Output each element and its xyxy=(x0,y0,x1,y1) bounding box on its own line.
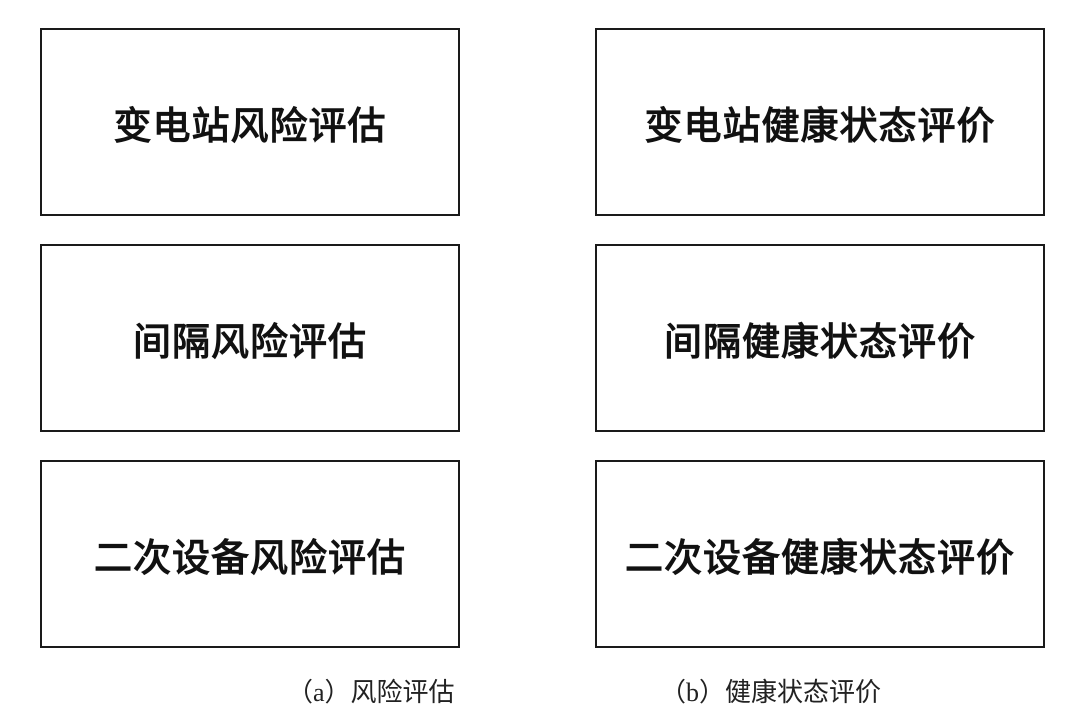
box-substation-health-evaluation: 变电站健康状态评价 xyxy=(595,28,1045,216)
caption-health-status-evaluation: （b）健康状态评价 xyxy=(660,678,882,707)
health-status-evaluation-column: 变电站健康状态评价 间隔健康状态评价 二次设备健康状态评价 xyxy=(595,28,1045,648)
risk-assessment-column: 变电站风险评估 间隔风险评估 二次设备风险评估 xyxy=(40,28,460,648)
box-secondary-equipment-health-evaluation-label: 二次设备健康状态评价 xyxy=(624,537,1015,580)
box-substation-risk-assessment-label: 变电站风险评估 xyxy=(113,105,387,148)
box-secondary-equipment-health-evaluation: 二次设备健康状态评价 xyxy=(595,460,1045,648)
box-bay-risk-assessment: 间隔风险评估 xyxy=(40,244,460,432)
box-bay-risk-assessment-label: 间隔风险评估 xyxy=(132,321,367,364)
box-substation-risk-assessment: 变电站风险评估 xyxy=(40,28,460,216)
box-secondary-equipment-risk-assessment: 二次设备风险评估 xyxy=(40,460,460,648)
caption-risk-assessment: （a）风险评估 xyxy=(287,678,455,707)
box-bay-health-evaluation: 间隔健康状态评价 xyxy=(595,244,1045,432)
box-bay-health-evaluation-label: 间隔健康状态评价 xyxy=(663,321,976,364)
box-substation-health-evaluation-label: 变电站健康状态评价 xyxy=(644,105,996,148)
box-secondary-equipment-risk-assessment-label: 二次设备风险评估 xyxy=(93,537,406,580)
